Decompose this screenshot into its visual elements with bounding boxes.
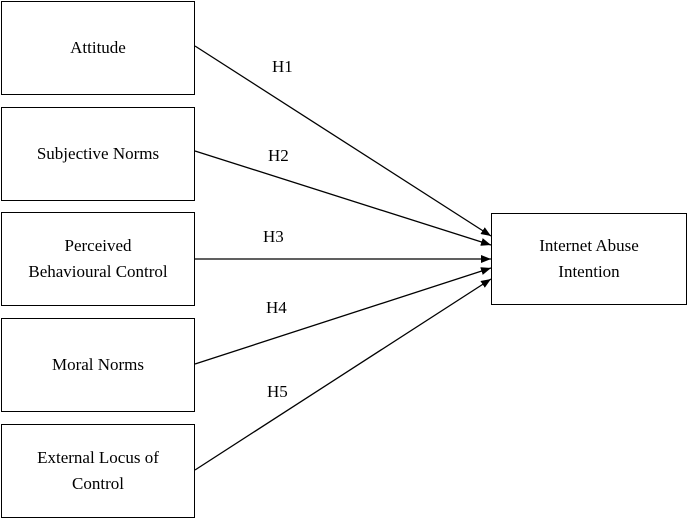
arrow-h2 bbox=[194, 150, 492, 246]
construct-label: Subjective Norms bbox=[36, 144, 160, 163]
arrow-h1 bbox=[194, 45, 492, 237]
construct-box-external-locus-of-control: External Locus of Control bbox=[1, 424, 195, 518]
outcome-box-internet-abuse-intention: Internet Abuse Intention bbox=[491, 213, 687, 305]
construct-box-subjective-norms: Subjective Norms bbox=[1, 107, 195, 201]
hypothesis-label-h2: H2 bbox=[268, 146, 289, 165]
construct-label: Attitude bbox=[70, 38, 126, 57]
arrow-h5 bbox=[194, 278, 492, 471]
outcome-label-line-2: Intention bbox=[558, 262, 620, 281]
construct-label-line-1: Perceived bbox=[64, 236, 132, 255]
construct-box-perceived-behavioural-control: Perceived Behavioural Control bbox=[1, 212, 195, 306]
arrow-h4 bbox=[194, 267, 492, 365]
construct-label-line-2: Control bbox=[72, 474, 124, 493]
hypothesis-label-h1: H1 bbox=[272, 57, 293, 76]
construct-box-attitude: Attitude bbox=[1, 1, 195, 95]
hypothesis-label-h4: H4 bbox=[266, 298, 287, 317]
hypothesis-label-h3: H3 bbox=[263, 227, 284, 246]
construct-label-line-1: External Locus of bbox=[37, 448, 159, 467]
construct-label-line-2: Behavioural Control bbox=[28, 262, 168, 281]
outcome-label-line-1: Internet Abuse bbox=[539, 236, 639, 255]
construct-box-moral-norms: Moral Norms bbox=[1, 318, 195, 412]
hypothesis-label-h5: H5 bbox=[267, 382, 288, 401]
construct-label: Moral Norms bbox=[51, 355, 145, 374]
